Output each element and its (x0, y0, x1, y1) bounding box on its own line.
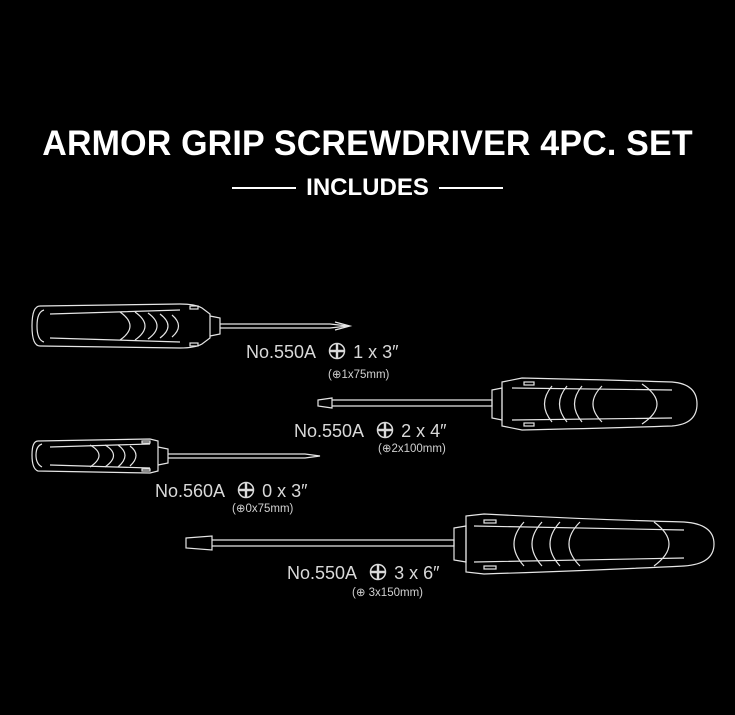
item-1-model: No.550A (246, 342, 316, 362)
item-2-size: 2 x 4″ (401, 421, 447, 441)
item-3-metric: (⊕0x75mm) (232, 503, 294, 515)
item-3-model: No.560A (155, 481, 225, 501)
page-title: ARMOR GRIP SCREWDRIVER 4PC. SET (42, 124, 693, 163)
item-3-size: 0 x 3″ (262, 481, 308, 501)
subtitle-row: INCLUDES (0, 174, 735, 202)
item-4-size: 3 x 6″ (394, 563, 440, 583)
phillips-icon (369, 563, 387, 581)
divider-right (438, 187, 503, 189)
item-1-size: 1 x 3″ (353, 342, 399, 362)
item-4-metric: (⊕ 3x150mm) (352, 587, 423, 599)
item-3-label: No.560A 0 x 3″ (155, 481, 308, 502)
screwdriver-2-illustration (317, 377, 698, 431)
item-4-label: No.550A 3 x 6″ (287, 563, 440, 584)
phillips-icon (328, 342, 346, 360)
item-2-model: No.550A (294, 421, 364, 441)
item-2-metric: (⊕2x100mm) (378, 443, 446, 455)
item-1-label: No.550A 1 x 3″ (246, 342, 399, 363)
screwdriver-1-illustration (31, 303, 353, 349)
screwdriver-4-illustration (185, 513, 715, 575)
phillips-icon (237, 481, 255, 499)
item-1-metric: (⊕1x75mm) (328, 369, 390, 381)
phillips-icon (376, 421, 394, 439)
divider-left (232, 187, 297, 189)
screwdriver-3-illustration (31, 438, 321, 474)
item-2-label: No.550A 2 x 4″ (294, 421, 447, 442)
item-4-model: No.550A (287, 563, 357, 583)
subtitle: INCLUDES (306, 174, 429, 201)
